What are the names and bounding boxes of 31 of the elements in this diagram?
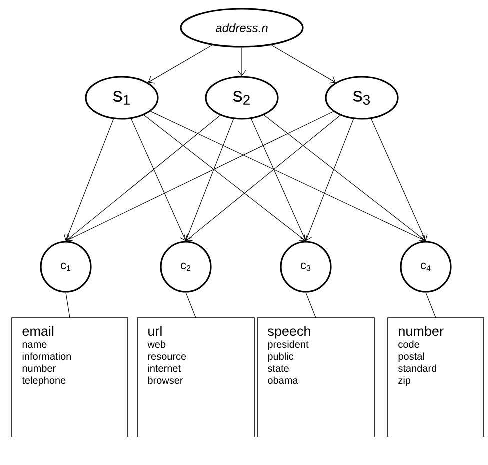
arrow xyxy=(271,45,336,84)
arrow xyxy=(66,111,334,243)
arrow xyxy=(304,118,354,242)
arrow xyxy=(131,118,188,242)
circle-node: c$_{1}$ xyxy=(40,241,92,293)
arrow xyxy=(148,45,213,84)
ellipse-node: s$_{2}$ xyxy=(205,76,279,120)
arrow xyxy=(238,48,246,76)
arrow xyxy=(144,115,306,242)
ellipse-node: s$_{1}$ xyxy=(85,76,159,120)
arrow xyxy=(186,115,341,242)
connector-line xyxy=(186,292,196,318)
connector-line xyxy=(426,292,436,318)
circle-node: c$_{2}$ xyxy=(160,241,212,293)
word-list-box: number code postal standard zip xyxy=(388,318,484,438)
arrow xyxy=(66,115,221,242)
arrow xyxy=(371,118,428,242)
connector-line xyxy=(306,292,316,318)
word-list-box: url web resource internet browser xyxy=(137,318,255,438)
arrow xyxy=(264,115,426,242)
connector-line xyxy=(66,292,70,318)
arrow xyxy=(150,111,426,243)
word-list-box: email name information number telephone xyxy=(12,318,128,438)
arrow xyxy=(251,118,308,242)
ellipse-node: s$_{3}$ xyxy=(325,76,399,120)
arrow xyxy=(184,118,234,242)
word-list-box: speech president public state obama xyxy=(257,318,375,438)
circle-node: c$_{3}$ xyxy=(280,241,332,293)
arrow xyxy=(64,118,114,242)
ellipse-node: address.n xyxy=(180,8,304,48)
circle-node: c$_{4}$ xyxy=(400,241,452,293)
